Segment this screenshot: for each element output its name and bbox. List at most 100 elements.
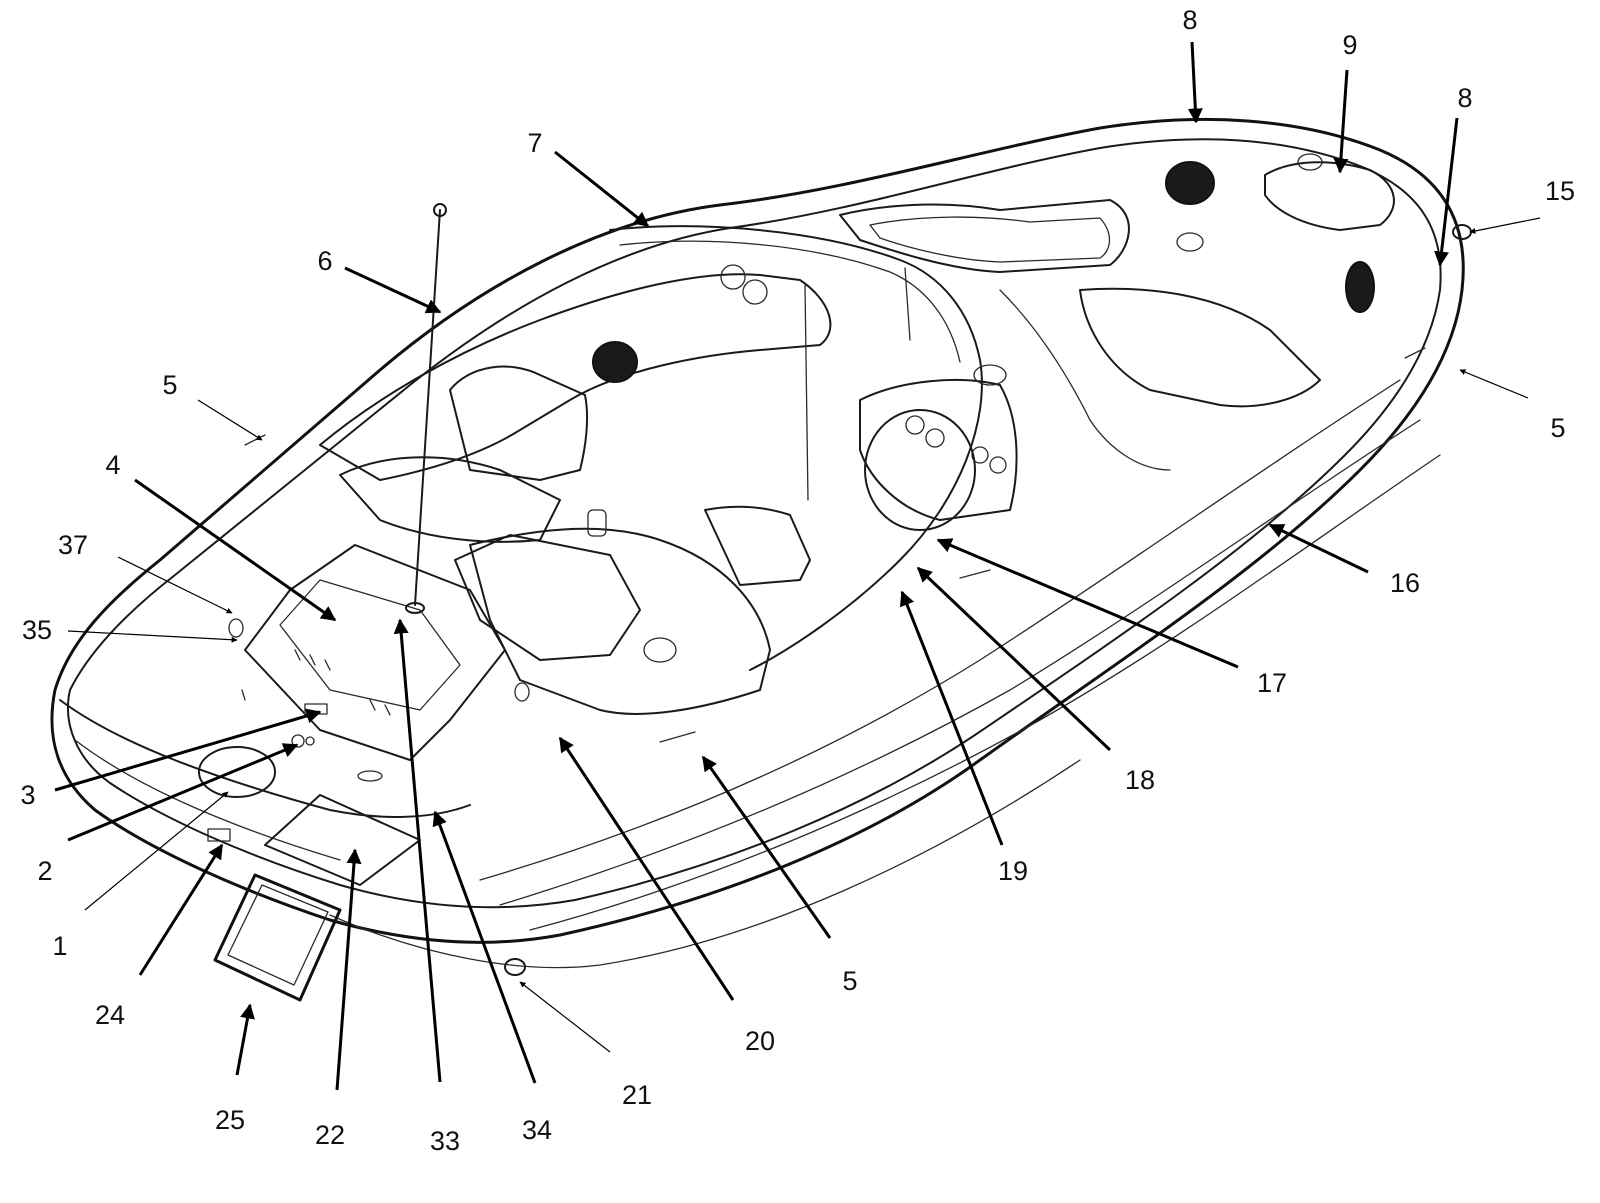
callout-19: 19 [998, 856, 1028, 886]
tow-eye-plate [198, 746, 276, 798]
cockpit-floor [469, 527, 771, 715]
leader-21 [519, 981, 611, 1053]
callout-18: 18 [1125, 765, 1155, 795]
stern-light-base [405, 602, 425, 614]
leader-16 [1268, 523, 1369, 574]
callout-15: 15 [1545, 176, 1575, 206]
hull-strake-3 [529, 454, 1441, 931]
callout-37: 37 [58, 530, 88, 560]
windshield-post [904, 267, 911, 341]
leader-37 [117, 556, 233, 614]
helm-seat [704, 505, 811, 586]
gauge-4 [989, 456, 1007, 474]
ski-tow-eye [504, 958, 526, 976]
leader-25 [235, 1003, 255, 1076]
callout-7: 7 [527, 128, 542, 158]
stern-light-pole [414, 209, 441, 606]
leader-8a [1187, 41, 1203, 124]
console-divider [804, 284, 809, 501]
callout-20: 20 [745, 1026, 775, 1056]
side-cleat-port [659, 731, 696, 743]
leader-2 [67, 743, 299, 842]
ladder-cover [264, 794, 421, 886]
rear-seat-back [449, 365, 589, 481]
transom-handle [241, 689, 246, 701]
deck-rim [66, 138, 1442, 909]
leader-15 [1469, 217, 1541, 234]
hull-id-plate [207, 828, 231, 842]
bow-light [1452, 224, 1472, 240]
hatch-vents [294, 649, 391, 716]
stern-light-lens [433, 203, 447, 217]
engine-hatch [244, 544, 506, 761]
seat-hinge [587, 509, 607, 537]
gauge-3 [971, 446, 989, 464]
callout-35: 35 [22, 615, 52, 645]
cup-holder-1 [720, 264, 746, 290]
leader-9 [1333, 69, 1349, 174]
callout-22: 22 [315, 1120, 345, 1150]
callout-5-bow: 5 [1550, 413, 1565, 443]
cup-holder-2 [742, 279, 768, 305]
hull-strake-2 [499, 419, 1421, 906]
leader-17 [936, 538, 1239, 669]
callout-21: 21 [622, 1080, 652, 1110]
cockpit-speaker [592, 341, 638, 383]
callout-6: 6 [317, 246, 332, 276]
callout-4: 4 [105, 450, 120, 480]
callout-24: 24 [95, 1000, 125, 1030]
callout-1: 1 [52, 931, 67, 961]
transom-cleat [357, 770, 383, 782]
floor-drain [643, 637, 677, 663]
bow-seat-left-inner [869, 216, 1111, 263]
leader-3 [54, 708, 322, 792]
cockpit-rim [319, 273, 832, 481]
side-cleat-mid [959, 569, 991, 579]
callout-5-stern: 5 [162, 370, 177, 400]
callout-labels: 8 9 8 15 7 6 5 5 4 37 35 16 17 18 19 3 2… [20, 5, 1575, 1156]
cup-holder-4 [973, 364, 1007, 386]
bow-cup-holder [1297, 153, 1323, 171]
swim-ladder [213, 873, 342, 1002]
leader-5a [197, 399, 263, 441]
callout-8-bow: 8 [1457, 83, 1472, 113]
gauge-2 [925, 428, 945, 448]
fuel-fill [228, 618, 244, 638]
callout-5-side: 5 [842, 966, 857, 996]
leader-lines [54, 41, 1541, 1091]
hatch-inner [279, 579, 461, 711]
callout-34: 34 [522, 1115, 552, 1145]
gauge-1 [905, 415, 925, 435]
leader-34 [432, 810, 537, 1084]
callout-17: 17 [1257, 668, 1287, 698]
swim-platform [59, 699, 471, 818]
callout-16: 16 [1390, 568, 1420, 598]
leader-5b [1459, 369, 1529, 399]
bow-seat-left [839, 199, 1130, 273]
cup-holder-3 [1176, 232, 1204, 252]
hull-keel-line [329, 759, 1081, 969]
leader-19 [899, 590, 1004, 846]
rear-seat-cushion [339, 456, 561, 543]
callout-9: 9 [1342, 30, 1357, 60]
leader-5c [701, 755, 832, 939]
leader-7 [554, 150, 650, 228]
transom-line [74, 739, 341, 861]
side-cleat-bow [1404, 347, 1426, 359]
callout-3: 3 [20, 780, 35, 810]
windshield-inner [619, 240, 961, 363]
hull-outline [50, 117, 1465, 944]
bow-seat-right [1079, 287, 1321, 408]
leader-6 [344, 266, 442, 314]
leader-24 [138, 843, 224, 976]
anchor-locker [1264, 161, 1395, 231]
callout-2: 2 [37, 856, 52, 886]
leader-20 [558, 736, 735, 1001]
bow-speaker-left [1165, 161, 1215, 205]
drain-plug-2 [305, 736, 315, 746]
bow-speaker-right [1345, 261, 1375, 313]
callout-25: 25 [215, 1105, 245, 1135]
leader-18 [916, 566, 1112, 752]
leader-4 [134, 478, 337, 622]
